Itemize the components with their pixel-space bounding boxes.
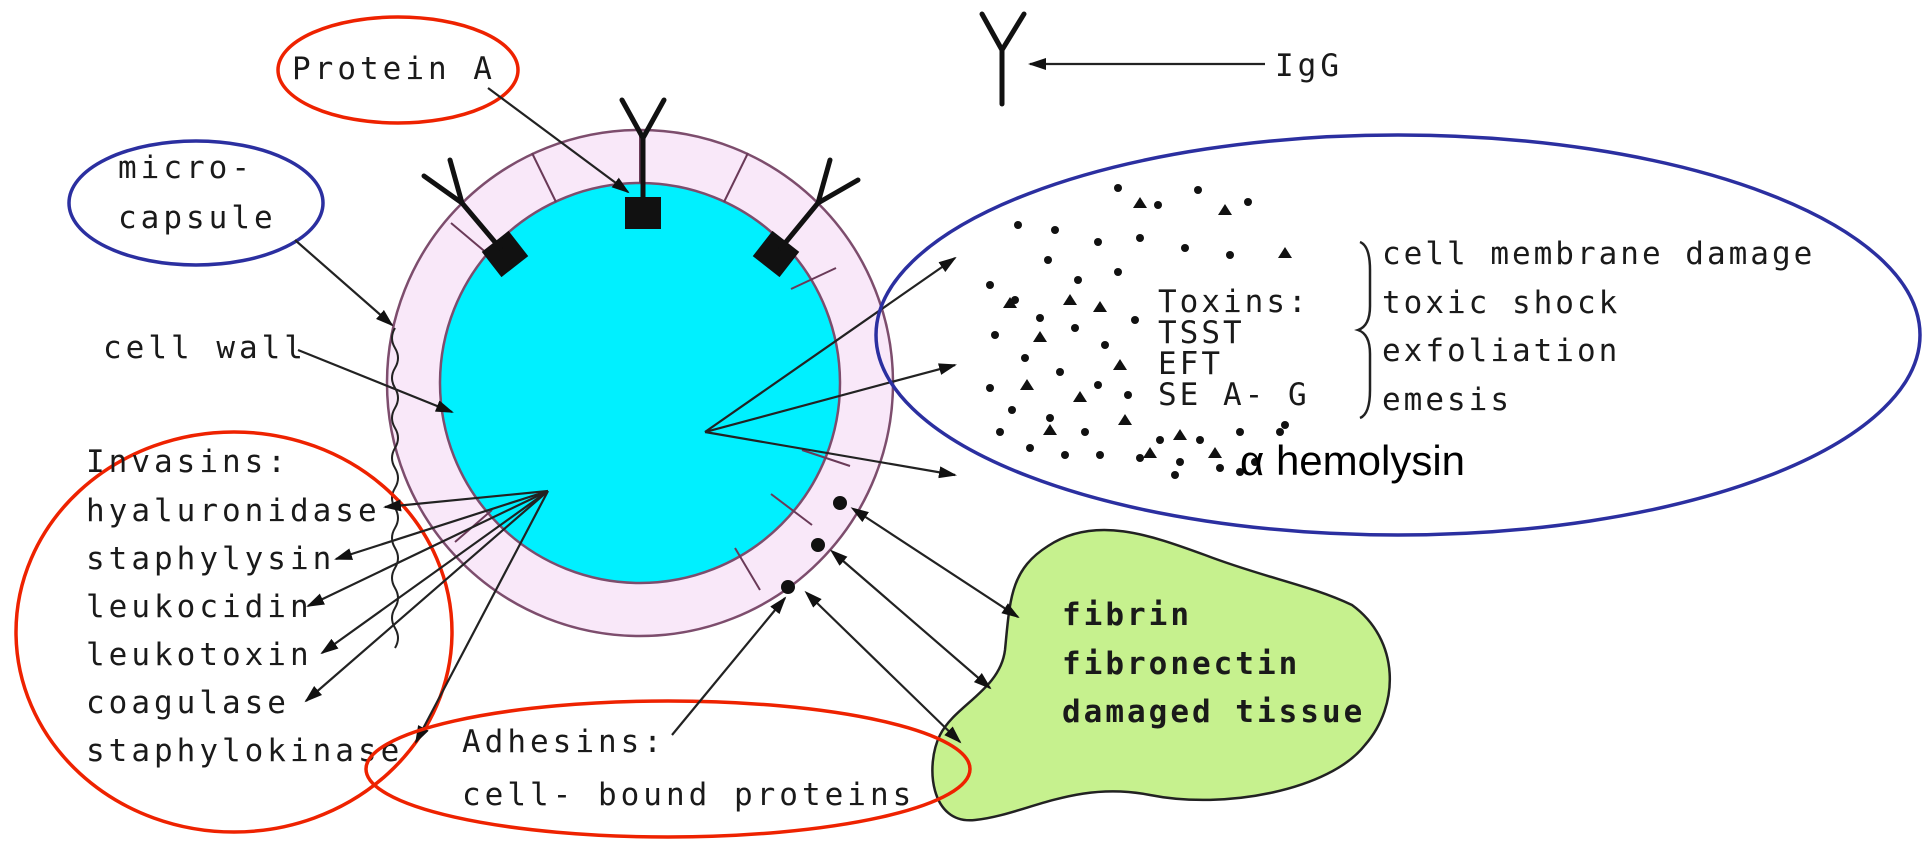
invasin-leukocidin: leukocidin: [86, 589, 313, 625]
protein-a-top: [625, 197, 661, 229]
toxin-se: SE A- G: [1158, 377, 1310, 413]
effect-cell-membrane-damage: cell membrane damage: [1382, 236, 1815, 272]
effect-emesis: emesis: [1382, 382, 1512, 418]
invasin-leukotoxin: leukotoxin: [86, 637, 313, 673]
igg-label: IgG: [1275, 48, 1343, 84]
igg-antibody-legend: [982, 14, 1024, 104]
adhesins-highlight: [366, 701, 970, 837]
microcapsule-label-line1: micro-: [118, 150, 254, 186]
effect-exfoliation: exfoliation: [1382, 333, 1620, 369]
tissue-fibronectin: fibronectin: [1062, 646, 1300, 682]
invasins-title: Invasins:: [86, 444, 290, 480]
invasin-hyaluronidase: hyaluronidase: [86, 493, 381, 529]
invasin-staphylokinase: staphylokinase: [86, 733, 403, 769]
adhesins-subtitle: cell- bound proteins: [462, 777, 915, 813]
protein-a-label: Protein A: [292, 51, 496, 87]
effect-toxic-shock: toxic shock: [1382, 285, 1620, 321]
adhesins-title: Adhesins:: [462, 724, 666, 760]
cell-wall-label: cell wall: [103, 330, 307, 366]
toxin-effects-brace: [1358, 242, 1370, 418]
microcapsule-arrow: [295, 240, 392, 325]
tissue-fibrin: fibrin: [1062, 597, 1192, 633]
tissue-damaged: damaged tissue: [1062, 694, 1365, 730]
microcapsule-label-line2: capsule: [118, 200, 277, 236]
invasin-coagulase: coagulase: [86, 685, 290, 721]
invasin-staphylysin: staphylysin: [86, 541, 335, 577]
alpha-hemolysin-label: α hemolysin: [1240, 437, 1465, 484]
